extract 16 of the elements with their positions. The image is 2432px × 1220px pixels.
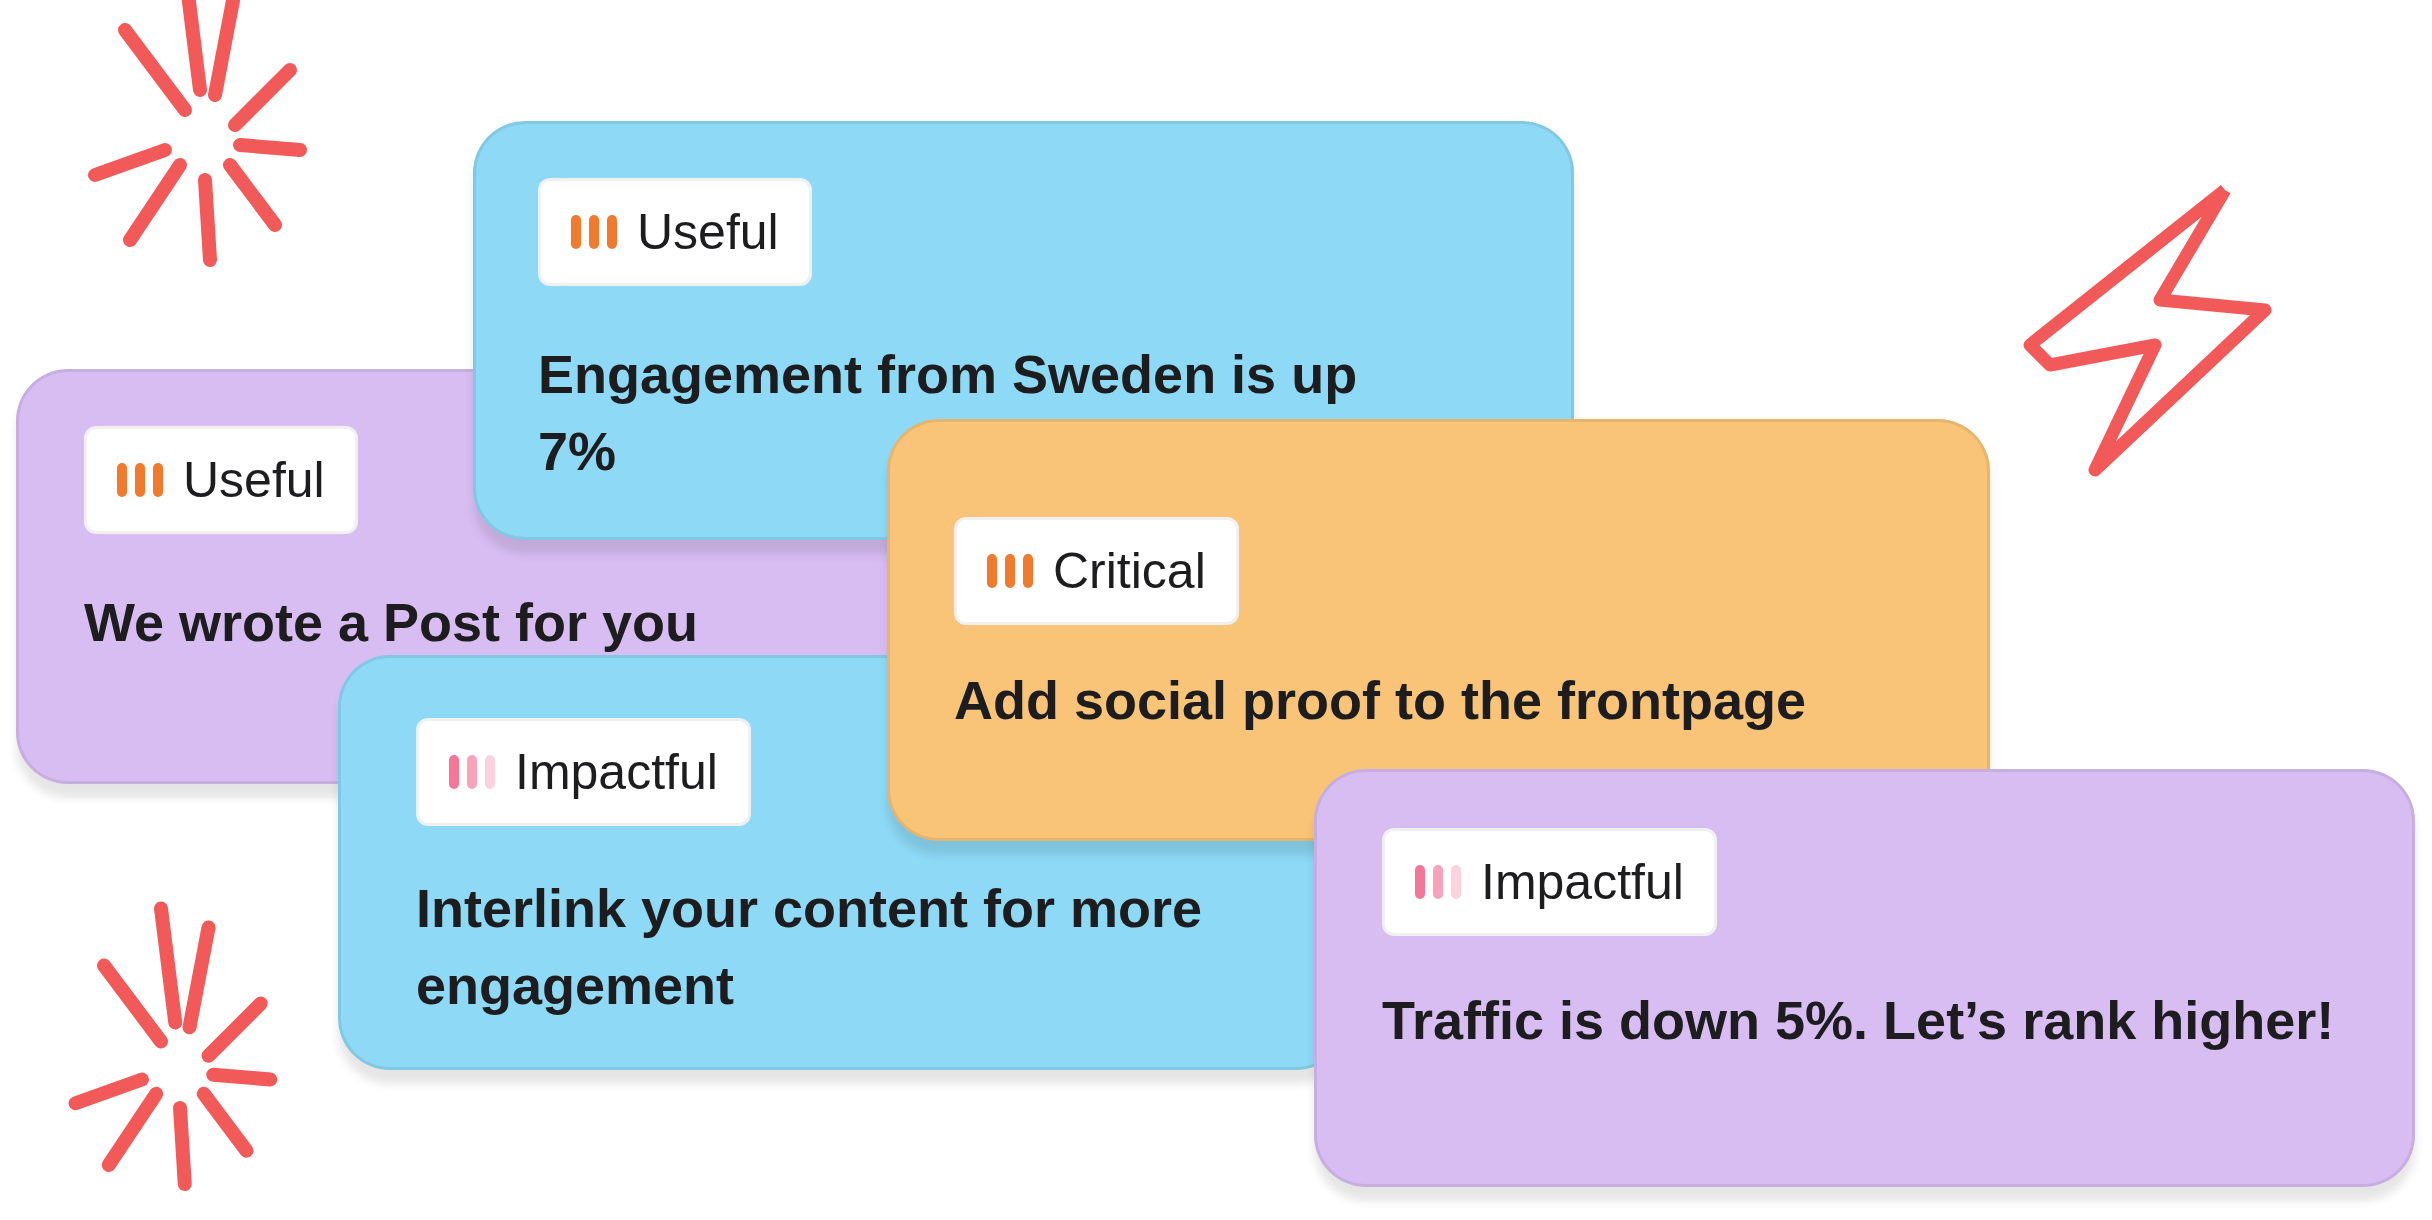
insight-text: We wrote a Post for you [84,591,700,654]
priority-tag [416,718,751,826]
tag-label: Impactful [1481,853,1684,911]
priority-tag [1382,828,1717,936]
tag-label: Impactful [515,743,718,801]
priority-tag [84,426,358,534]
insight-text: Traffic is down 5%. Let’s rank higher! [1382,989,2336,1052]
insight-text: Interlink your content for more engagement [416,877,1204,1017]
insight-toast [1314,769,2415,1187]
insight-text: Add social proof to the frontpage [954,669,1807,732]
tag-label: Useful [183,451,325,509]
priority-tag [538,178,812,286]
priority-tag [954,517,1239,625]
insight-text: Engagement from Sweden is up 7% [538,343,1359,483]
tag-label: Critical [1053,542,1206,600]
tag-label: Useful [637,203,779,261]
